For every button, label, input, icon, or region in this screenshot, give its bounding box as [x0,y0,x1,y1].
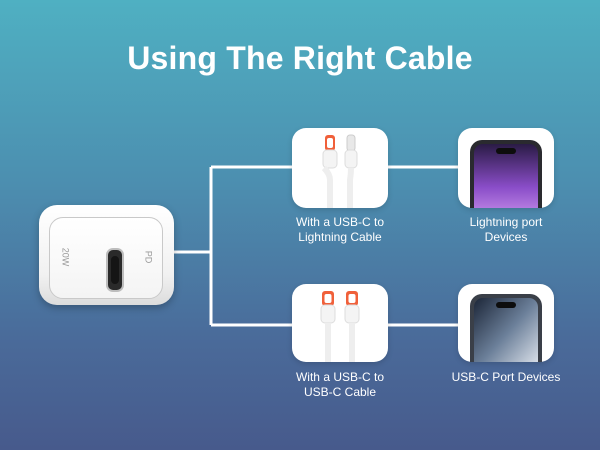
lightning-device-label: Lightning port Devices [469,215,543,244]
usb-c-cable-card [292,284,388,362]
lightning-cable-card [292,128,388,208]
page-title: Using The Right Cable [127,40,473,76]
lightning-cable-label: With a USB-C to Lightning Cable [295,215,385,244]
usb-c-port [106,248,124,292]
usb-c-charger: 20W PD [39,205,174,305]
lightning-cable-icon [321,134,358,208]
pd-text: PD [143,250,154,264]
usb-c-cable-icon [320,291,360,362]
charger-face: 20W PD [49,217,163,299]
wattage-text: 20W [60,247,71,267]
lightning-device-card [458,128,554,220]
usb-c-cable-label: With a USB-C to USB-C Cable [295,370,385,399]
iphone-purple-icon [470,140,542,220]
iphone-blue-icon [470,294,542,374]
usb-c-device-card [458,284,554,374]
usb-c-device-label: USB-C Port Devices [451,370,561,384]
